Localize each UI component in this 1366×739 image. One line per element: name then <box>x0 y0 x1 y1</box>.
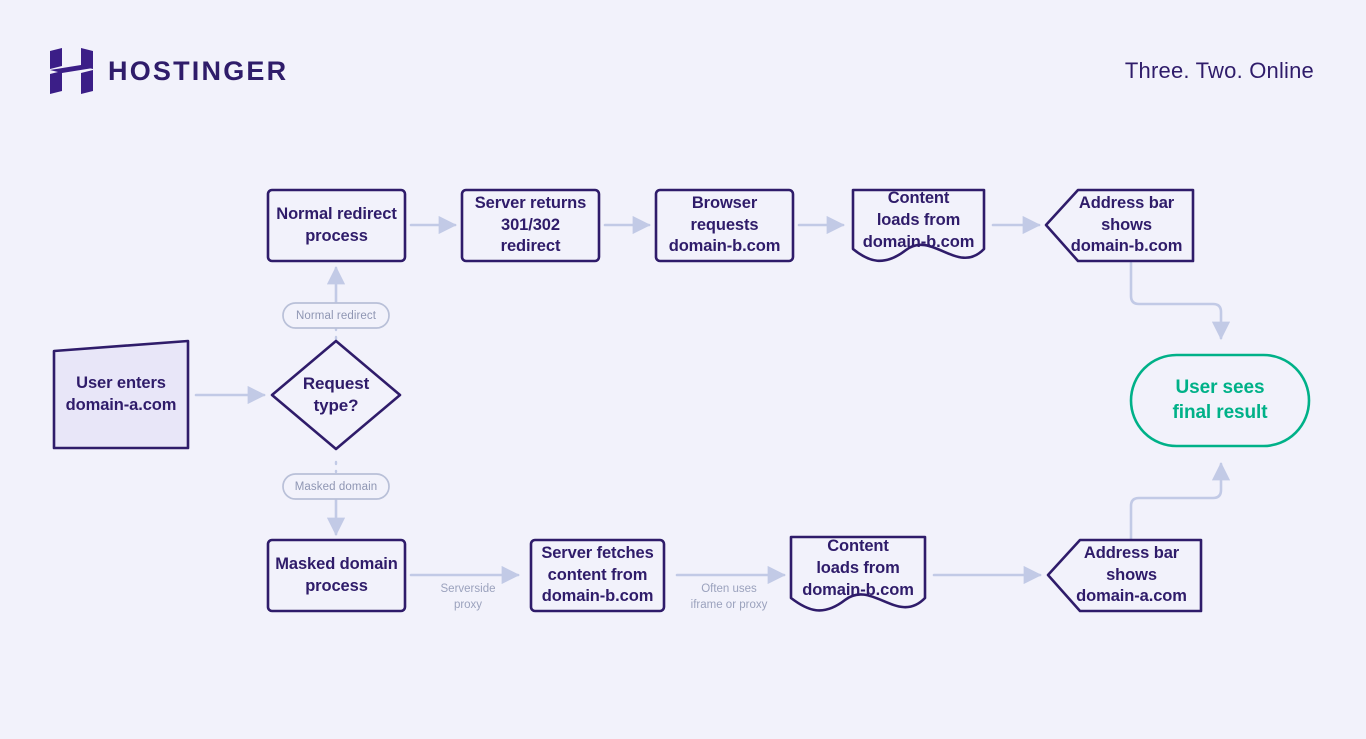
node-shape-decision <box>270 339 402 451</box>
branch-pill-masked <box>282 473 390 500</box>
branch-pill-normal <box>282 302 390 329</box>
brand-logo: HOSTINGER <box>50 48 288 94</box>
node-shape-server-301 <box>460 188 601 263</box>
node-shape-normal-process <box>266 188 407 263</box>
node-shape-server-fetches <box>529 538 666 613</box>
node-shape-content-b-top <box>851 188 986 263</box>
tagline: Three. Two. Online <box>1124 58 1314 83</box>
node-shape-masked-process <box>266 538 407 613</box>
node-shape-start <box>52 339 190 450</box>
edge-addressbar-b-to-final <box>1129 261 1231 340</box>
node-shape-addressbar-a <box>1046 538 1203 613</box>
node-shape-addressbar-b <box>1044 188 1195 263</box>
node-shape-browser-requests <box>654 188 795 263</box>
hostinger-logo-icon <box>50 48 93 94</box>
edge-addressbar-a-to-final <box>1129 462 1231 541</box>
node-shape-content-b-bottom <box>789 535 927 612</box>
brand-wordmark: HOSTINGER <box>108 55 289 86</box>
node-shape-final <box>1129 353 1311 448</box>
